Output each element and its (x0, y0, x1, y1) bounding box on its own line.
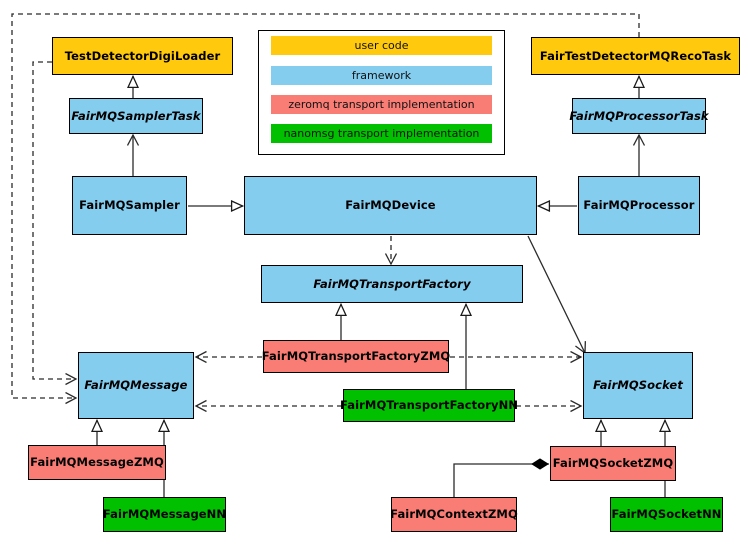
class-node-fairmqdevice[interactable]: FairMQDevice (244, 176, 537, 235)
class-node-fairmqprocessortask[interactable]: FairMQProcessorTask (569, 98, 709, 134)
class-node-fairmqsamplertask[interactable]: FairMQSamplerTask (69, 98, 203, 134)
class-node-fairmqmessage[interactable]: FairMQMessage (78, 352, 194, 419)
legend-item-zeromq: zeromq transport implementation (271, 95, 492, 114)
edge-recotask-to-message (11, 13, 640, 398)
edge-device-to-socket (527, 235, 585, 353)
class-node-fairmqcontextzmq[interactable]: FairMQContextZMQ (390, 497, 518, 532)
edge-digiloader-to-message (32, 61, 76, 379)
class-node-fairmqsocketzmq[interactable]: FairMQSocketZMQ (550, 446, 676, 481)
legend-item-nanomsg: nanomsg transport implementation (271, 124, 492, 143)
class-node-fairmqsocketnn[interactable]: FairMQSocketNN (610, 497, 723, 532)
class-node-fairmqmessagezmq[interactable]: FairMQMessageZMQ (28, 445, 166, 480)
class-node-fairmqprocessor[interactable]: FairMQProcessor (578, 176, 700, 235)
class-node-fairmqsocket[interactable]: FairMQSocket (583, 352, 693, 419)
legend-label-nanomsg: nanomsg transport implementation (283, 127, 480, 140)
edge-contextzmq-to-socketzmq (453, 458, 549, 497)
legend-item-user-code: user code (271, 36, 492, 55)
class-node-fairmqtransportfactorynn[interactable]: FairMQTransportFactoryNN (340, 389, 518, 422)
legend-label-zeromq: zeromq transport implementation (288, 98, 475, 111)
legend-item-framework: framework (271, 66, 492, 85)
class-node-fairmqtransportfactoryzmq[interactable]: FairMQTransportFactoryZMQ (262, 340, 450, 373)
class-node-fairtestdetectormqrecotask[interactable]: FairTestDetectorMQRecoTask (531, 37, 740, 75)
class-node-testdetectordigiloader[interactable]: TestDetectorDigiLoader (52, 37, 233, 75)
legend-label-user-code: user code (354, 39, 409, 52)
class-node-fairmqmessagenn[interactable]: FairMQMessageNN (103, 497, 226, 532)
class-node-fairmqtransportfactory[interactable]: FairMQTransportFactory (261, 265, 523, 303)
class-node-fairmqsampler[interactable]: FairMQSampler (72, 176, 187, 235)
legend-label-framework: framework (351, 69, 412, 82)
